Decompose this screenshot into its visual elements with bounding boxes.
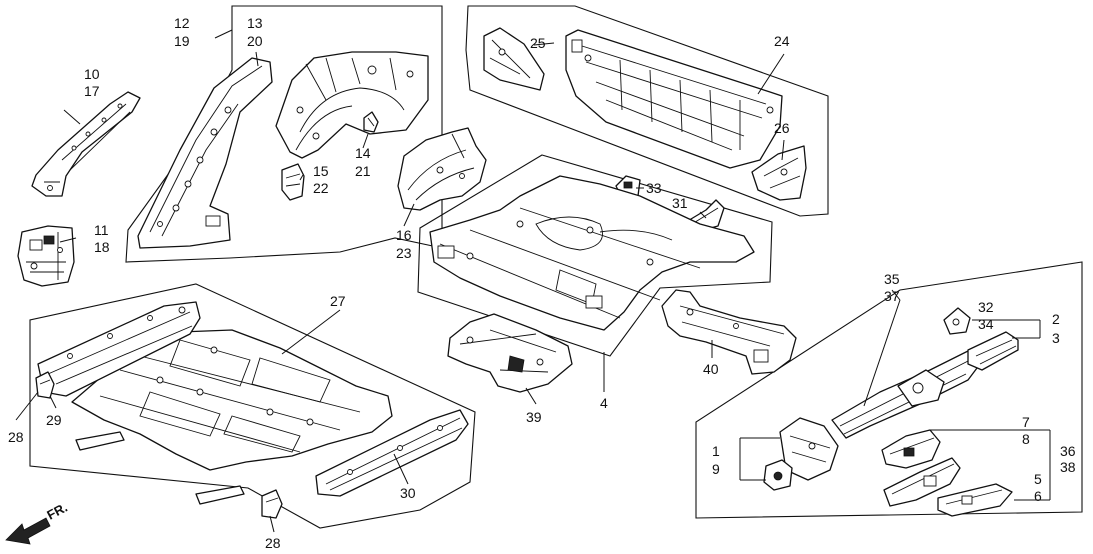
group-frame-front-floor xyxy=(29,283,476,529)
callout-17: 17 xyxy=(84,83,100,99)
callout-30: 30 xyxy=(400,485,416,501)
group-frame-frame-rails xyxy=(695,261,1083,519)
callout-5: 5 xyxy=(1034,471,1042,487)
callout-27: 27 xyxy=(330,293,346,309)
group-frame-rear-panel xyxy=(465,5,829,217)
front-direction-marker: FR. xyxy=(5,500,70,545)
callout-2: 2 xyxy=(1052,311,1060,327)
group-frame-rear-floor xyxy=(417,154,773,357)
callout-labels: 10 17 11 18 12 19 13 20 14 21 15 22 16 2… xyxy=(8,15,1076,551)
part-floor-crossmember-bracket xyxy=(447,313,573,393)
callout-11: 11 xyxy=(94,222,109,238)
part-side-sill xyxy=(315,409,469,497)
callout-10: 10 xyxy=(84,66,100,82)
callout-21: 21 xyxy=(355,163,371,179)
callout-34: 34 xyxy=(978,316,994,332)
callout-16: 16 xyxy=(396,227,412,243)
callout-3: 3 xyxy=(1052,330,1060,346)
callout-26: 26 xyxy=(774,120,790,136)
callout-6: 6 xyxy=(1034,488,1042,504)
part-quarter-pillar xyxy=(137,57,273,249)
part-roof-side-rail xyxy=(31,91,141,197)
part-frame-stiffener xyxy=(881,429,941,469)
callout-18: 18 xyxy=(94,239,110,255)
part-frame-plate xyxy=(937,483,1013,517)
callout-12: 12 xyxy=(174,15,190,31)
part-rear-panel xyxy=(565,29,783,169)
callout-9: 9 xyxy=(712,461,720,477)
callout-40: 40 xyxy=(703,361,719,377)
callout-33: 33 xyxy=(646,180,662,196)
callout-35: 35 xyxy=(884,271,900,287)
part-frame-extension xyxy=(967,331,1019,371)
leader-lines xyxy=(15,29,1051,533)
part-wheelhouse-inner xyxy=(275,51,429,159)
front-arrow-icon xyxy=(5,517,51,545)
part-rear-frame xyxy=(661,289,797,375)
part-frame-small-bracket xyxy=(943,307,971,335)
part-outrigger-nut-plate xyxy=(763,459,793,491)
callout-8: 8 xyxy=(1022,431,1030,447)
part-rear-panel-bracket xyxy=(483,27,545,91)
part-rear-floor xyxy=(429,175,755,331)
callout-4: 4 xyxy=(600,395,608,411)
callout-37: 37 xyxy=(884,288,900,304)
callout-7: 7 xyxy=(1022,414,1030,430)
callout-15: 15 xyxy=(313,163,329,179)
part-gusset-bottom xyxy=(261,489,283,519)
callout-25: 25 xyxy=(530,35,546,51)
callout-31: 31 xyxy=(672,195,688,211)
part-rear-frame-rail xyxy=(831,349,981,439)
part-floor-runner-front xyxy=(75,431,125,451)
callout-28-bottom: 28 xyxy=(265,535,281,551)
callout-39: 39 xyxy=(526,409,542,425)
callout-38: 38 xyxy=(1060,459,1076,475)
callout-29: 29 xyxy=(46,412,62,428)
part-floor-runner-rear xyxy=(195,485,245,505)
part-front-floor-pan xyxy=(71,329,393,471)
callout-20: 20 xyxy=(247,33,263,49)
callout-36: 36 xyxy=(1060,443,1076,459)
part-quarter-lower-bracket xyxy=(17,225,75,287)
part-lower-frame-rail xyxy=(883,457,961,507)
callout-32: 32 xyxy=(978,299,994,315)
callout-13: 13 xyxy=(247,15,263,31)
part-gusset-left xyxy=(35,371,55,399)
front-label: FR. xyxy=(44,500,70,523)
callout-24: 24 xyxy=(774,33,790,49)
callout-22: 22 xyxy=(313,180,329,196)
part-small-clip xyxy=(363,111,379,133)
callout-23: 23 xyxy=(396,245,412,261)
callout-14: 14 xyxy=(355,145,371,161)
callout-19: 19 xyxy=(174,33,190,49)
part-wheelhouse-extension xyxy=(397,127,487,211)
part-small-bracket xyxy=(281,163,305,201)
callout-1: 1 xyxy=(712,443,720,459)
callout-28-left: 28 xyxy=(8,429,24,445)
